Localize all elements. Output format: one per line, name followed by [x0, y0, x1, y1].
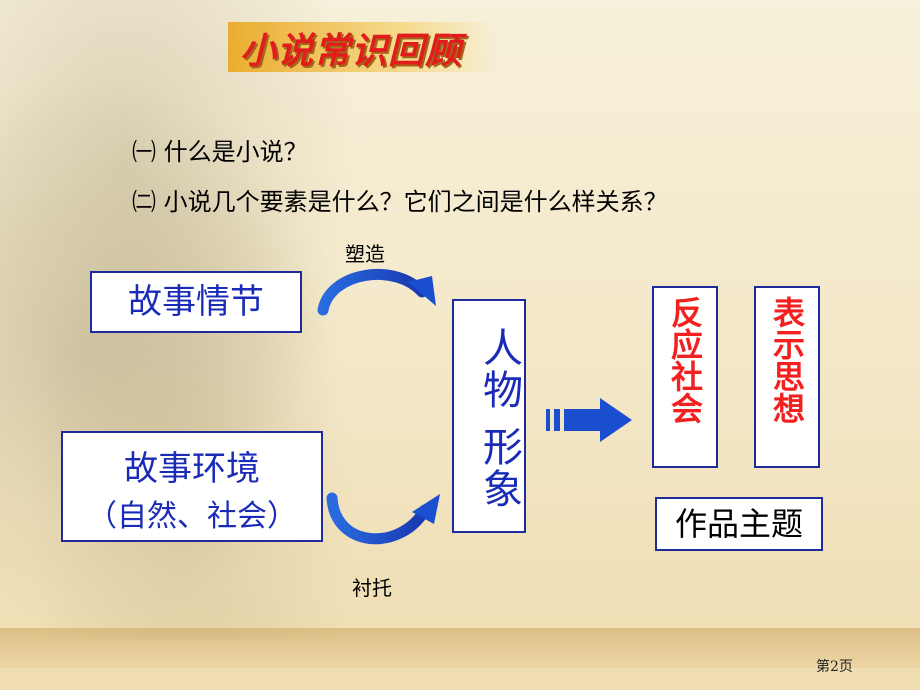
curved-arrow-bottom-icon — [326, 492, 440, 545]
label-shape: 塑造 — [345, 242, 385, 266]
box-story-plot: 故事情节 — [90, 271, 302, 333]
question-1: ㈠ 什么是小说？ — [132, 138, 308, 166]
box-reflect-society: 反应社会 — [652, 286, 718, 468]
society-text: 反应社会 — [666, 296, 704, 424]
thought-text: 表示思想 — [768, 296, 806, 424]
character-text: 人物 形象 — [476, 326, 522, 510]
curved-arrow-top-icon — [317, 268, 436, 316]
right-arrow-icon — [546, 398, 632, 442]
question-2: ㈡ 小说几个要素是什么？它们之间是什么样关系？ — [132, 188, 668, 216]
box-express-thought: 表示思想 — [754, 286, 820, 468]
background-band — [0, 628, 920, 668]
title-highlight — [228, 22, 498, 72]
page-number: 第2页 — [816, 659, 853, 675]
label-foil: 衬托 — [352, 576, 392, 600]
box-story-environment: 故事环境 （自然、社会） — [61, 431, 323, 542]
box-character-image: 人物 形象 — [452, 299, 526, 533]
env-line-2: （自然、社会） — [87, 499, 297, 534]
box-work-theme: 作品主题 — [655, 497, 823, 551]
env-line-1: 故事环境 — [124, 449, 260, 489]
slide-title: 小说常识回顾 — [240, 31, 463, 72]
